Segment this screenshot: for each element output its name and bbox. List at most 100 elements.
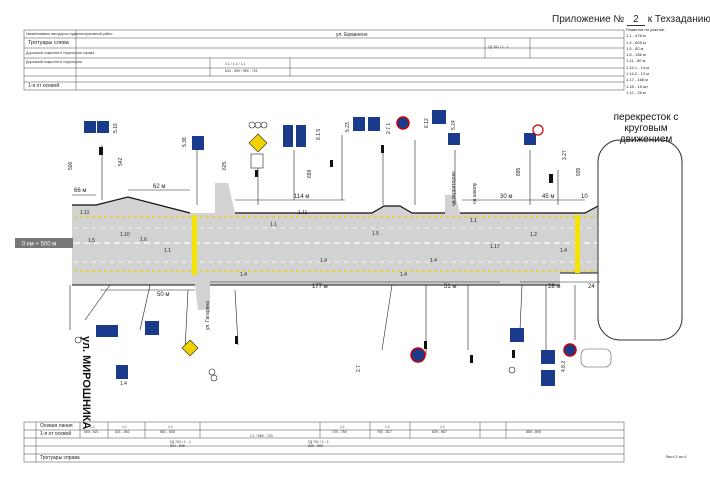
title-prefix: Приложение № <box>552 14 625 25</box>
row-label: Дорожный покрытие и территории справа <box>26 51 95 55</box>
segment-ranges: 644 - 959 / 959 - 715 <box>225 69 258 73</box>
row-label: Дорожный покрытие и территории <box>26 60 82 64</box>
picket-numbers: 500 542 625 699 895 935 <box>68 157 582 178</box>
sheet-number: Лист 2 из 4 <box>665 454 686 459</box>
dim-45: 45 м <box>542 194 554 200</box>
street-direction-sign <box>96 325 118 337</box>
cross-street-label: ул. МИРОШНИКА <box>80 336 92 430</box>
marking-code: 1.11 <box>80 210 90 216</box>
marking-code: 1.5 <box>88 238 95 244</box>
legend-item: 1.12 - 26 м <box>626 89 646 95</box>
no-parking-sign <box>532 124 544 136</box>
seg-range: 500 - 521 <box>84 430 99 434</box>
dim-114: 114 м <box>294 194 309 200</box>
no-stopping-signs <box>396 116 577 363</box>
first-from-axis-label: 1-я от осевой <box>28 83 60 89</box>
side-notes: на территорию на школу ул. Гагарина <box>205 171 478 330</box>
sign-code: 4.8.2 <box>561 361 567 372</box>
axis-line-label: Осевая линия <box>40 423 73 429</box>
seg-range: 561 - 608 <box>160 430 175 434</box>
note-school: на школу <box>472 182 478 204</box>
post-markers <box>99 145 553 363</box>
lane-direction-sign <box>432 110 446 124</box>
sign-code: 5.38 <box>182 137 188 147</box>
sign-code: 5.16 <box>113 123 119 133</box>
marking-code: 1.1 <box>470 218 477 224</box>
seg-range: 829 - 867 <box>432 430 447 434</box>
island <box>580 348 612 368</box>
marking-code: 1.17 <box>490 244 500 250</box>
picket-625: 625 <box>222 161 228 170</box>
legend-item: 1.17 - 168 м <box>626 77 648 83</box>
sign-code: 2.7.1 <box>386 123 392 134</box>
gd-cell: ГД 7К1 / 1 - 1 <box>170 440 191 444</box>
sign-code: 1.4 <box>120 381 127 387</box>
sign-code: 8.1.5 <box>316 129 322 140</box>
picket-699: 699 <box>307 169 313 178</box>
pedestrian-crossing-sign <box>510 328 524 342</box>
start-km: 0 км + 500 м <box>22 242 56 248</box>
pedestrian-crossing-sign <box>97 121 109 133</box>
road-surface <box>15 183 672 310</box>
marking-code: 1.4 <box>320 258 327 264</box>
no-stopping-sign <box>396 116 410 130</box>
picket-895: 895 <box>516 167 522 176</box>
seg-code: 1.1 <box>90 425 95 429</box>
marking-codes: 1.11 1.10 1.6 1.5 1.1 1.1 1.11 1.4 1.5 1… <box>80 210 567 278</box>
marking-code: 1.10 <box>120 232 130 238</box>
picket-500: 500 <box>68 161 74 170</box>
lane-direction-sign <box>541 370 555 386</box>
legend-item: 1.14.2 - 12 м <box>626 71 649 77</box>
dimension-labels: 66 м 62 м 114 м 30 м 45 м 10 177 м 51 м … <box>74 184 595 298</box>
gd-range: 504 - 606 <box>170 444 185 448</box>
blue-signs <box>84 110 555 386</box>
seg-code: 1.1 <box>385 425 390 429</box>
marking-code: 1.2 <box>530 232 537 238</box>
bottom-table <box>23 421 625 463</box>
marking-code: 1.4 <box>400 272 407 278</box>
seg-range: 521 - 561 <box>115 430 130 434</box>
sidewalk-right-label: Тротуары справа <box>40 455 80 461</box>
markings-legend: Разметка на участке: 1.1 - 476 м 1.4 - 6… <box>626 27 665 96</box>
dim-62: 62 м <box>153 184 165 190</box>
dimension-lines <box>72 189 600 291</box>
no-stopping-sign <box>410 347 426 363</box>
segment-codes: 1.1 / 1.1 / 1.1 <box>225 62 246 66</box>
marking-code: 1.1 <box>270 222 277 228</box>
roundabout-sign <box>541 350 555 364</box>
seg-range: 720 - 750 <box>332 430 347 434</box>
main-road-sign <box>248 133 268 153</box>
dim-10: 10 <box>581 194 588 200</box>
top-table <box>23 29 625 91</box>
lane-direction-sign <box>250 153 264 169</box>
lane-markings <box>74 215 600 275</box>
info-sign <box>283 125 293 147</box>
seg-code: 1.1 <box>168 425 173 429</box>
marking-code: 1.6 <box>140 237 147 243</box>
seg-range: 869 - 895 <box>526 430 541 434</box>
sign-code: 3.27 <box>562 150 568 160</box>
sign-codes: 5.16 5.38 8.1.5 5.23 2.7.1 6.12 5.24 3.2… <box>113 118 568 387</box>
roundabout-label: перекресток с круговым движением <box>613 112 679 145</box>
gd-cell: ГД 7К1 / 1 - 1 <box>308 440 329 444</box>
note-street: ул. Гагарина <box>205 301 211 330</box>
picket-935: 935 <box>576 167 582 176</box>
marking-code: 1.4 <box>560 248 567 254</box>
roundabout <box>597 139 683 341</box>
pedestrian-crossing-sign <box>145 321 159 335</box>
street-name: ул. Ерманено <box>336 32 368 38</box>
dim-51: 51 м <box>444 284 456 290</box>
gd-cell: ГД 1К1 / 1 - 1 <box>488 45 509 49</box>
picket-542: 542 <box>118 157 124 166</box>
marking-code: 1.4 <box>240 272 247 278</box>
legend-item: 1.1 - 476 м <box>626 33 646 39</box>
legend-item: 1.11 - 60 м <box>626 58 646 64</box>
note-territory: на территорию <box>451 171 457 206</box>
marking-code: 1.5 <box>372 231 379 237</box>
dim-177: 177 м <box>312 284 328 290</box>
sign-code: 5.24 <box>451 120 457 130</box>
legend-item: 1.18 - 15 шт <box>626 83 648 89</box>
lane-direction-sign <box>353 117 365 131</box>
marking-code: 1.1 <box>164 248 171 254</box>
